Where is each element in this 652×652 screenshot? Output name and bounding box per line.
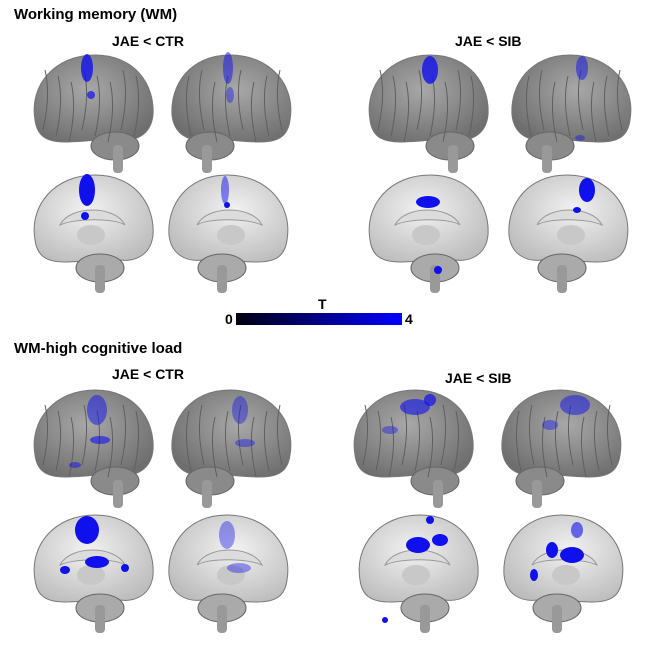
activation-blob — [571, 522, 583, 538]
activation-blob — [60, 566, 70, 574]
brain-lateral-left — [345, 385, 480, 515]
activation-blob — [87, 395, 107, 425]
section-title-wm: Working memory (WM) — [14, 6, 178, 23]
activation-blob — [69, 462, 81, 468]
colorbar-label: T — [318, 296, 327, 312]
activation-blob — [223, 52, 233, 84]
activation-blob — [575, 135, 585, 141]
activation-blob — [79, 174, 95, 206]
activation-blob — [434, 266, 442, 274]
panel-heading-load-sib: JAE < SIB — [445, 370, 512, 386]
activation-blob — [121, 564, 129, 572]
activation-blob — [227, 563, 251, 573]
brain-medial-left — [25, 510, 160, 640]
brain-lateral-right — [505, 50, 640, 180]
activation-blob — [432, 534, 448, 546]
activation-blob — [546, 542, 558, 558]
activation-blob — [530, 569, 538, 581]
colorbar-max: 4 — [405, 311, 413, 327]
section-title-wm-high-load: WM-high cognitive load — [14, 340, 183, 357]
activation-blob — [224, 202, 230, 208]
activation-blob — [75, 516, 99, 544]
activation-blob — [85, 556, 109, 568]
panel-heading-wm-ctr: JAE < CTR — [112, 33, 184, 49]
brain-lateral-right — [165, 385, 300, 515]
activation-blob — [232, 396, 248, 424]
brain-medial-right — [502, 170, 637, 300]
activation-blob — [579, 178, 595, 202]
activation-blob — [422, 56, 438, 84]
activation-blob — [81, 212, 89, 220]
panel-heading-load-ctr: JAE < CTR — [112, 366, 184, 382]
activation-blob — [235, 439, 255, 447]
brain-lateral-right — [495, 385, 630, 515]
brain-medial-right — [162, 510, 297, 640]
activation-blob — [81, 54, 93, 82]
brain-medial-right — [497, 510, 632, 640]
activation-blob — [424, 394, 436, 406]
activation-blob — [382, 617, 388, 623]
activation-blob — [560, 547, 584, 563]
activation-blob — [560, 395, 590, 415]
activation-blob — [576, 56, 588, 80]
activation-blob — [416, 196, 440, 208]
brain-medial-left — [350, 510, 485, 640]
brain-lateral-left — [360, 50, 495, 180]
activation-blob — [542, 420, 558, 430]
activation-blob — [90, 436, 110, 444]
activation-blob — [87, 91, 95, 99]
panel-heading-wm-sib: JAE < SIB — [455, 33, 522, 49]
colorbar-min: 0 — [225, 311, 233, 327]
brain-lateral-left — [25, 50, 160, 180]
activation-blob — [382, 426, 398, 434]
activation-blob — [226, 87, 234, 103]
activation-blob — [221, 176, 229, 204]
brain-medial-right — [162, 170, 297, 300]
colorbar — [236, 313, 402, 325]
brain-medial-left — [25, 170, 160, 300]
brain-medial-left — [360, 170, 495, 300]
activation-blob — [400, 399, 430, 415]
brain-lateral-right — [165, 50, 300, 180]
activation-blob — [219, 521, 235, 549]
activation-blob — [426, 516, 434, 524]
brain-lateral-left — [25, 385, 160, 515]
activation-blob — [573, 207, 581, 213]
activation-blob — [406, 537, 430, 553]
